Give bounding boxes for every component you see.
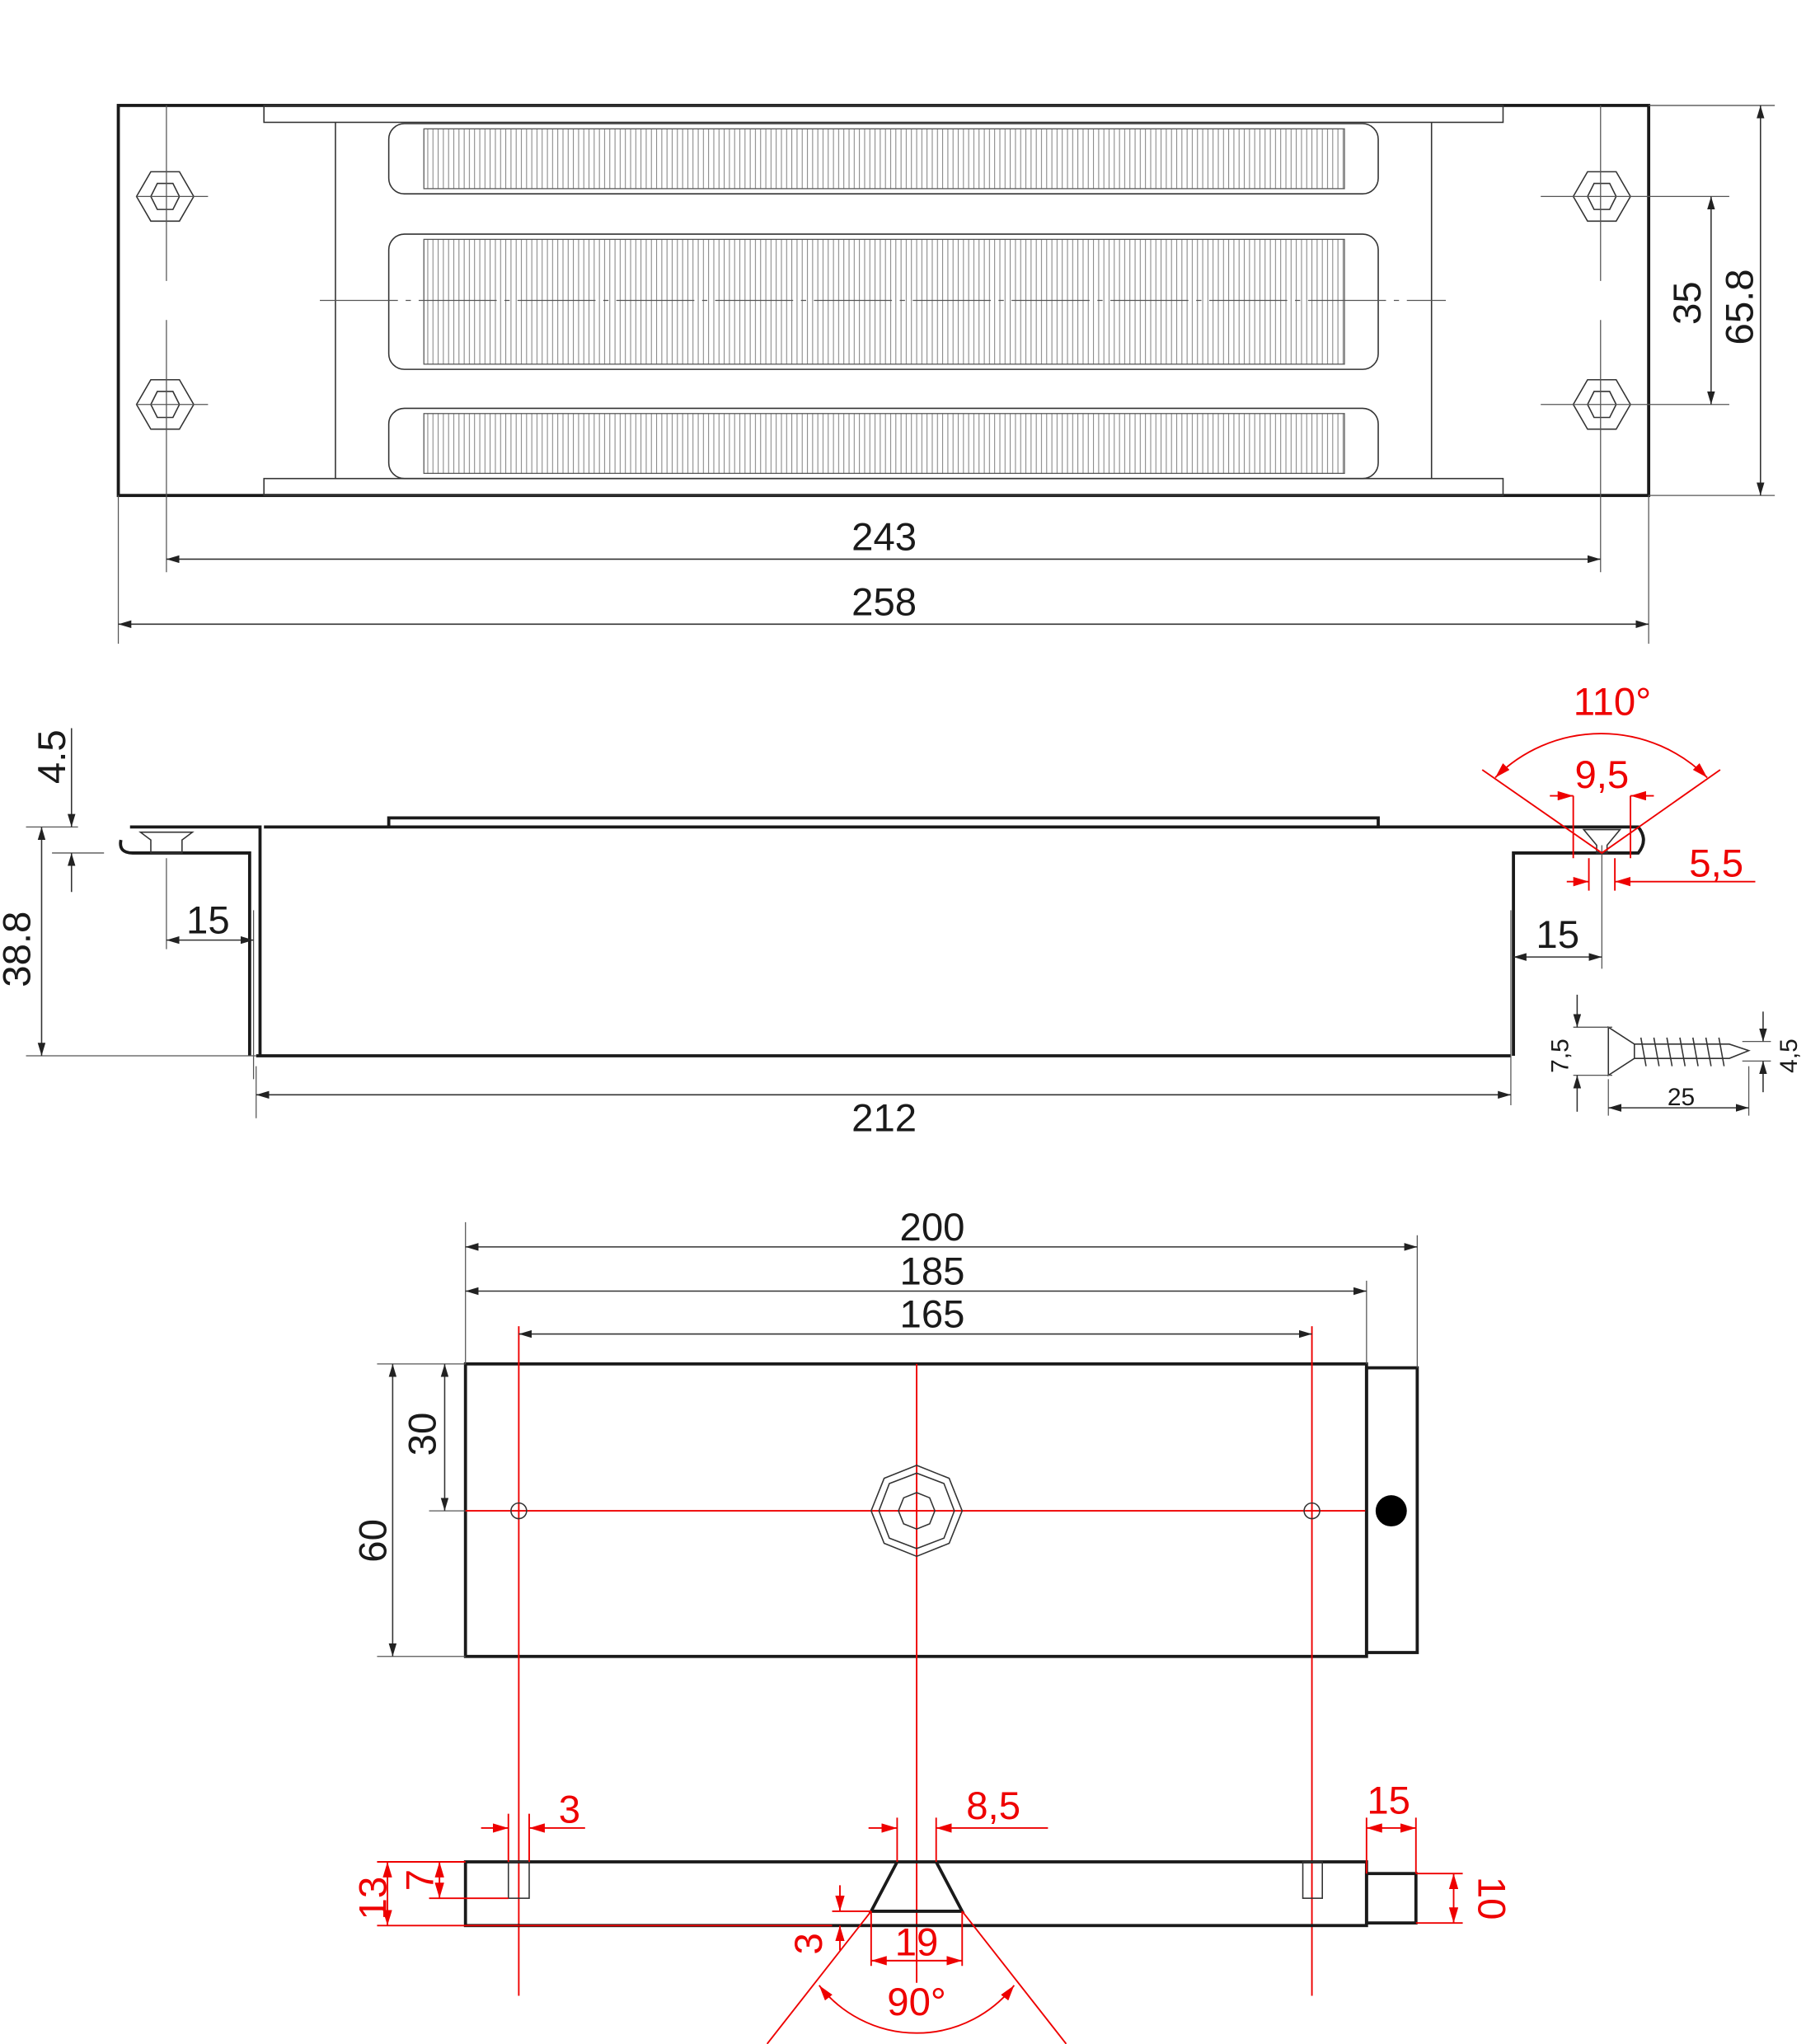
indicator-dot [1375,1495,1407,1527]
dim-8-5: 8,5 [966,1784,1020,1828]
dim-200: 200 [900,1206,965,1249]
dim-4-5: 4.5 [30,729,74,784]
dim-9-5: 9,5 [1574,753,1629,797]
screw-head-dim: 7,5 [1546,1038,1574,1073]
screw-length-dim: 25 [1668,1084,1695,1111]
dim-90-deg: 90° [887,1981,946,2024]
dim-3-sink: 3 [787,1933,831,1954]
screw-shank-dim: 4,5 [1776,1038,1803,1073]
section-annotations: 3 8,5 15 13 7 3 19 90° 10 [351,1779,1513,2044]
dim-35: 35 [1666,281,1710,325]
dim-38-8: 38.8 [0,912,39,987]
dim-19: 19 [895,1921,939,1965]
dim-5-5: 5,5 [1689,842,1743,885]
screw-diagram: 7,5 4,5 25 [1546,994,1803,1116]
dim-7: 7 [398,1869,442,1891]
dim-15-right: 15 [1536,913,1579,957]
dim-110-deg: 110° [1574,681,1651,724]
dim-3-slot: 3 [559,1788,580,1832]
dim-13: 13 [351,1877,395,1920]
section-view: 3 8,5 15 13 7 3 19 90° 10 [351,1779,1513,2044]
dim-10: 10 [1469,1877,1513,1920]
dim-65-8: 65.8 [1718,269,1761,345]
dim-30: 30 [401,1413,444,1456]
countersink-annotation: 110° 9,5 5,5 [1481,681,1756,891]
dim-258: 258 [851,580,917,624]
dim-15-left: 15 [186,899,230,943]
dim-165: 165 [900,1293,965,1337]
dim-243: 243 [851,515,917,559]
dim-185: 185 [900,1250,965,1294]
magnet-slots [387,123,1379,480]
top-view: 243 258 35 65.8 [116,104,1776,644]
side-view: 4.5 38.8 15 15 212 110° 9,5 5,5 7,5 4,5 … [0,681,1803,1141]
dim-60: 60 [351,1519,395,1563]
dim-15-stub: 15 [1367,1779,1410,1823]
dim-212: 212 [851,1097,917,1141]
bottom-view: 200 185 165 30 60 [351,1206,1419,1996]
